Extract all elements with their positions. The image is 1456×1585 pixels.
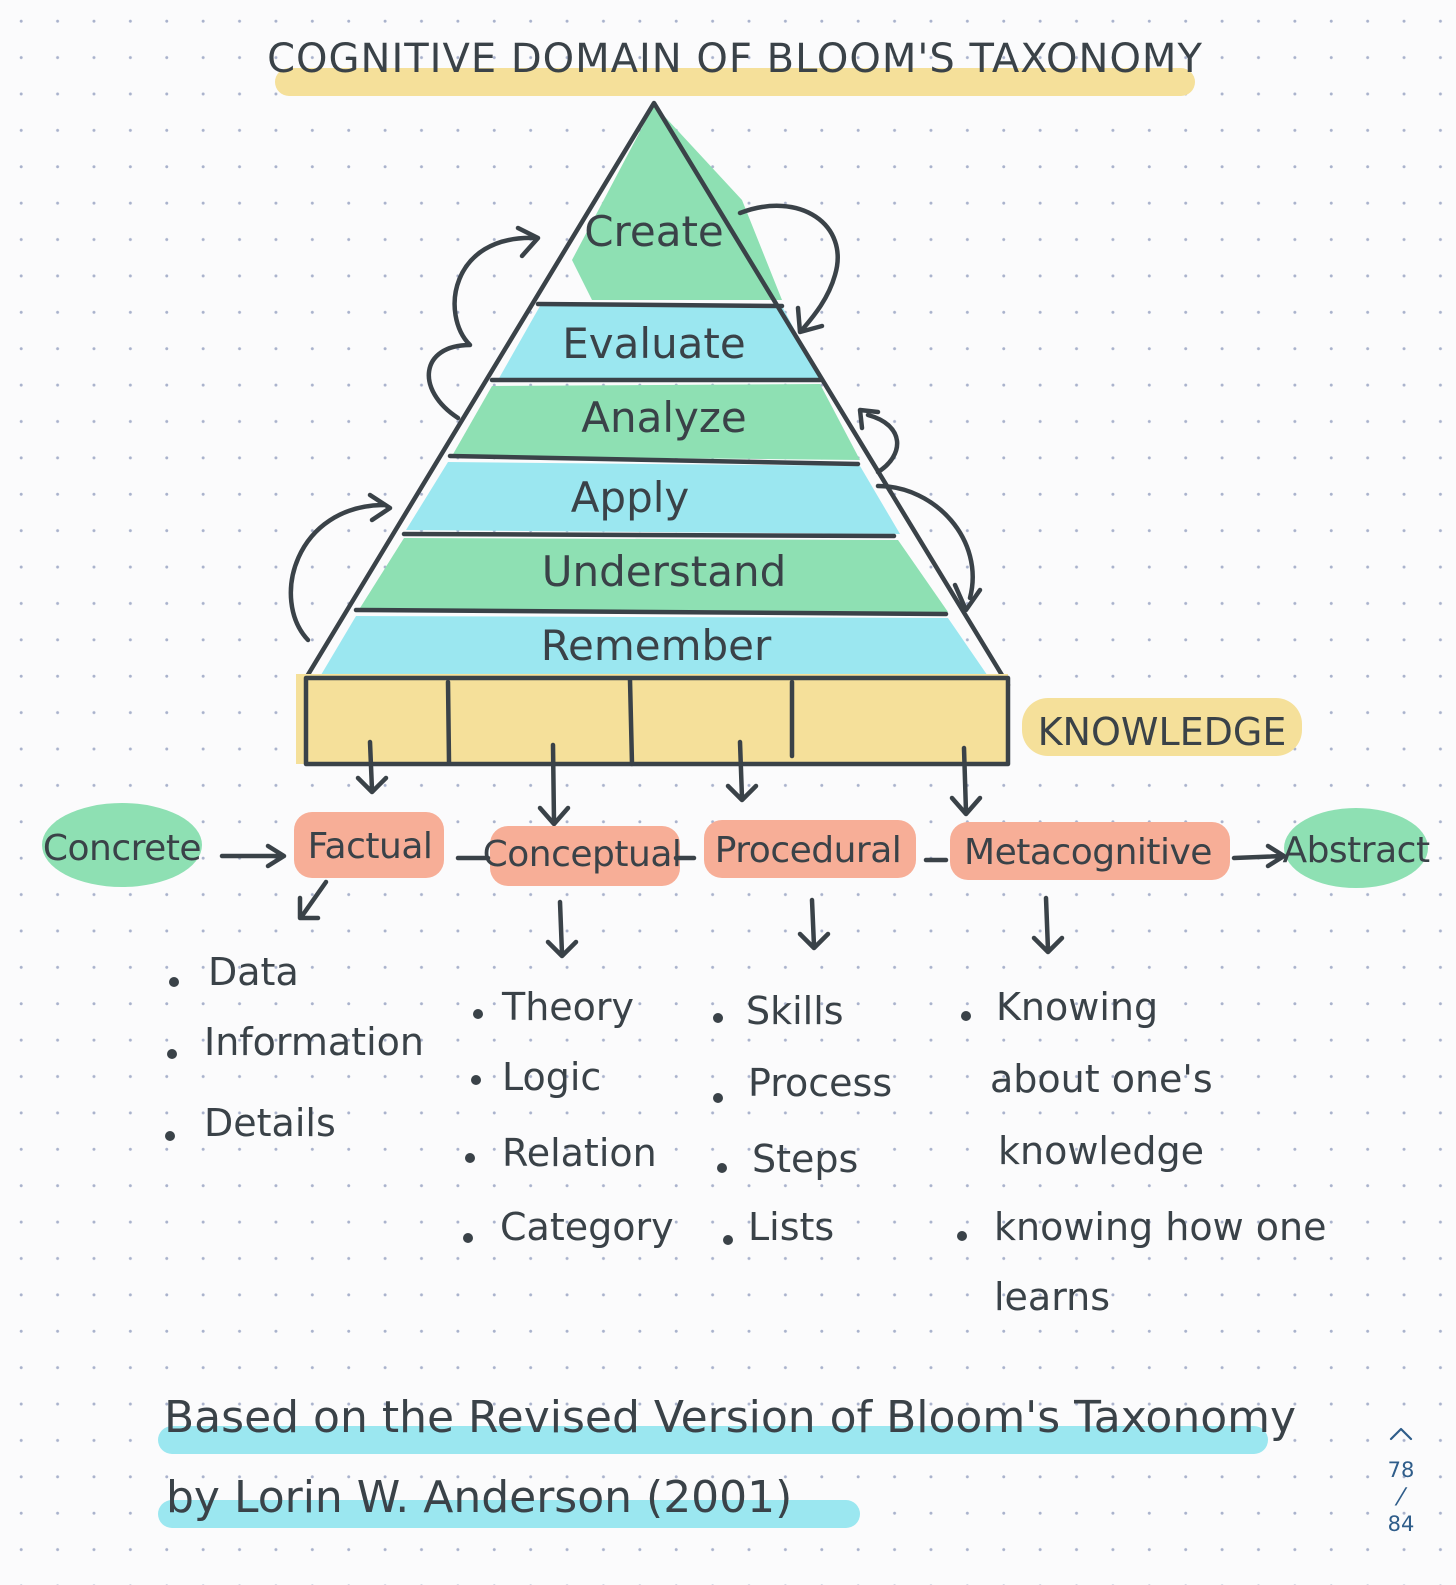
level-remember: Remember — [541, 621, 772, 670]
category-labels: Factual Conceptual Procedural Metacognit… — [308, 826, 1213, 875]
concrete-bubble — [42, 803, 202, 887]
abstract-bubble — [1284, 808, 1428, 888]
category-metacognitive: Metacognitive — [964, 832, 1212, 873]
conceptual-item: Logic — [502, 1055, 601, 1099]
factual-item: Details — [204, 1101, 336, 1145]
category-procedural: Procedural — [715, 830, 902, 871]
band-analyze — [452, 384, 860, 460]
spectrum-connectors — [219, 843, 1287, 869]
conceptual-item: Category — [500, 1205, 674, 1249]
procedural-item: Skills — [746, 989, 844, 1033]
pyramid-labels: Create Evaluate Analyze Apply Understand… — [541, 207, 787, 670]
knowledge-highlight — [1022, 698, 1302, 756]
procedural-highlight — [704, 820, 916, 878]
level-understand: Understand — [542, 547, 787, 596]
current-page: 78 — [1387, 1458, 1415, 1482]
band-understand — [360, 538, 948, 612]
category-factual: Factual — [308, 826, 433, 867]
band-evaluate — [498, 306, 820, 380]
bullets — [165, 977, 971, 1245]
band-create — [572, 105, 782, 300]
category-conceptual: Conceptual — [483, 834, 682, 875]
metacognitive-item: knowledge — [998, 1129, 1204, 1173]
factual-item: Data — [208, 950, 299, 994]
chevron-up-icon[interactable] — [1376, 1418, 1426, 1458]
factual-highlight — [294, 812, 444, 878]
footer-highlight-2 — [158, 1500, 860, 1528]
band-remember — [318, 616, 992, 682]
footer-highlight-1 — [158, 1426, 1268, 1454]
cycle-arrows — [288, 203, 983, 643]
list-arrows — [297, 879, 1065, 959]
level-analyze: Analyze — [581, 393, 747, 442]
total-pages: 84 — [1387, 1511, 1415, 1536]
footer-line-1: Based on the Revised Version of Bloom's … — [164, 1392, 1296, 1443]
conceptual-highlight — [490, 826, 680, 886]
pyramid-bands — [318, 105, 992, 682]
title-highlight — [275, 68, 1195, 96]
knowledge-bar-fill — [296, 674, 1008, 764]
spectrum-end: Abstract — [1282, 830, 1430, 871]
diagram-title: COGNITIVE DOMAIN OF BLOOM'S TAXONOMY — [267, 36, 1203, 82]
knowledge-arrows — [355, 739, 983, 827]
conceptual-item: Relation — [502, 1131, 657, 1175]
level-create: Create — [584, 207, 724, 256]
level-evaluate: Evaluate — [562, 319, 745, 368]
factual-item: Information — [204, 1020, 424, 1064]
footer-line-2: by Lorin W. Anderson (2001) — [166, 1472, 792, 1523]
metacognitive-item: about one's — [990, 1057, 1213, 1101]
metacognitive-highlight — [950, 822, 1230, 880]
knowledge-bar — [303, 675, 1011, 767]
spectrum-start: Concrete — [43, 828, 201, 869]
knowledge-label: KNOWLEDGE — [1038, 710, 1287, 754]
metacognitive-item: Knowing — [996, 985, 1158, 1029]
band-apply — [406, 462, 900, 534]
procedural-item: Process — [748, 1061, 892, 1105]
level-apply: Apply — [571, 473, 690, 522]
procedural-item: Steps — [752, 1137, 858, 1181]
page-indicator: 78 ⁄ 84 — [1376, 1418, 1426, 1537]
metacognitive-item: knowing how one — [994, 1205, 1326, 1249]
page-separator: ⁄ — [1398, 1483, 1403, 1512]
procedural-item: Lists — [748, 1205, 834, 1249]
metacognitive-item: learns — [994, 1275, 1110, 1319]
conceptual-item: Theory — [501, 985, 634, 1029]
